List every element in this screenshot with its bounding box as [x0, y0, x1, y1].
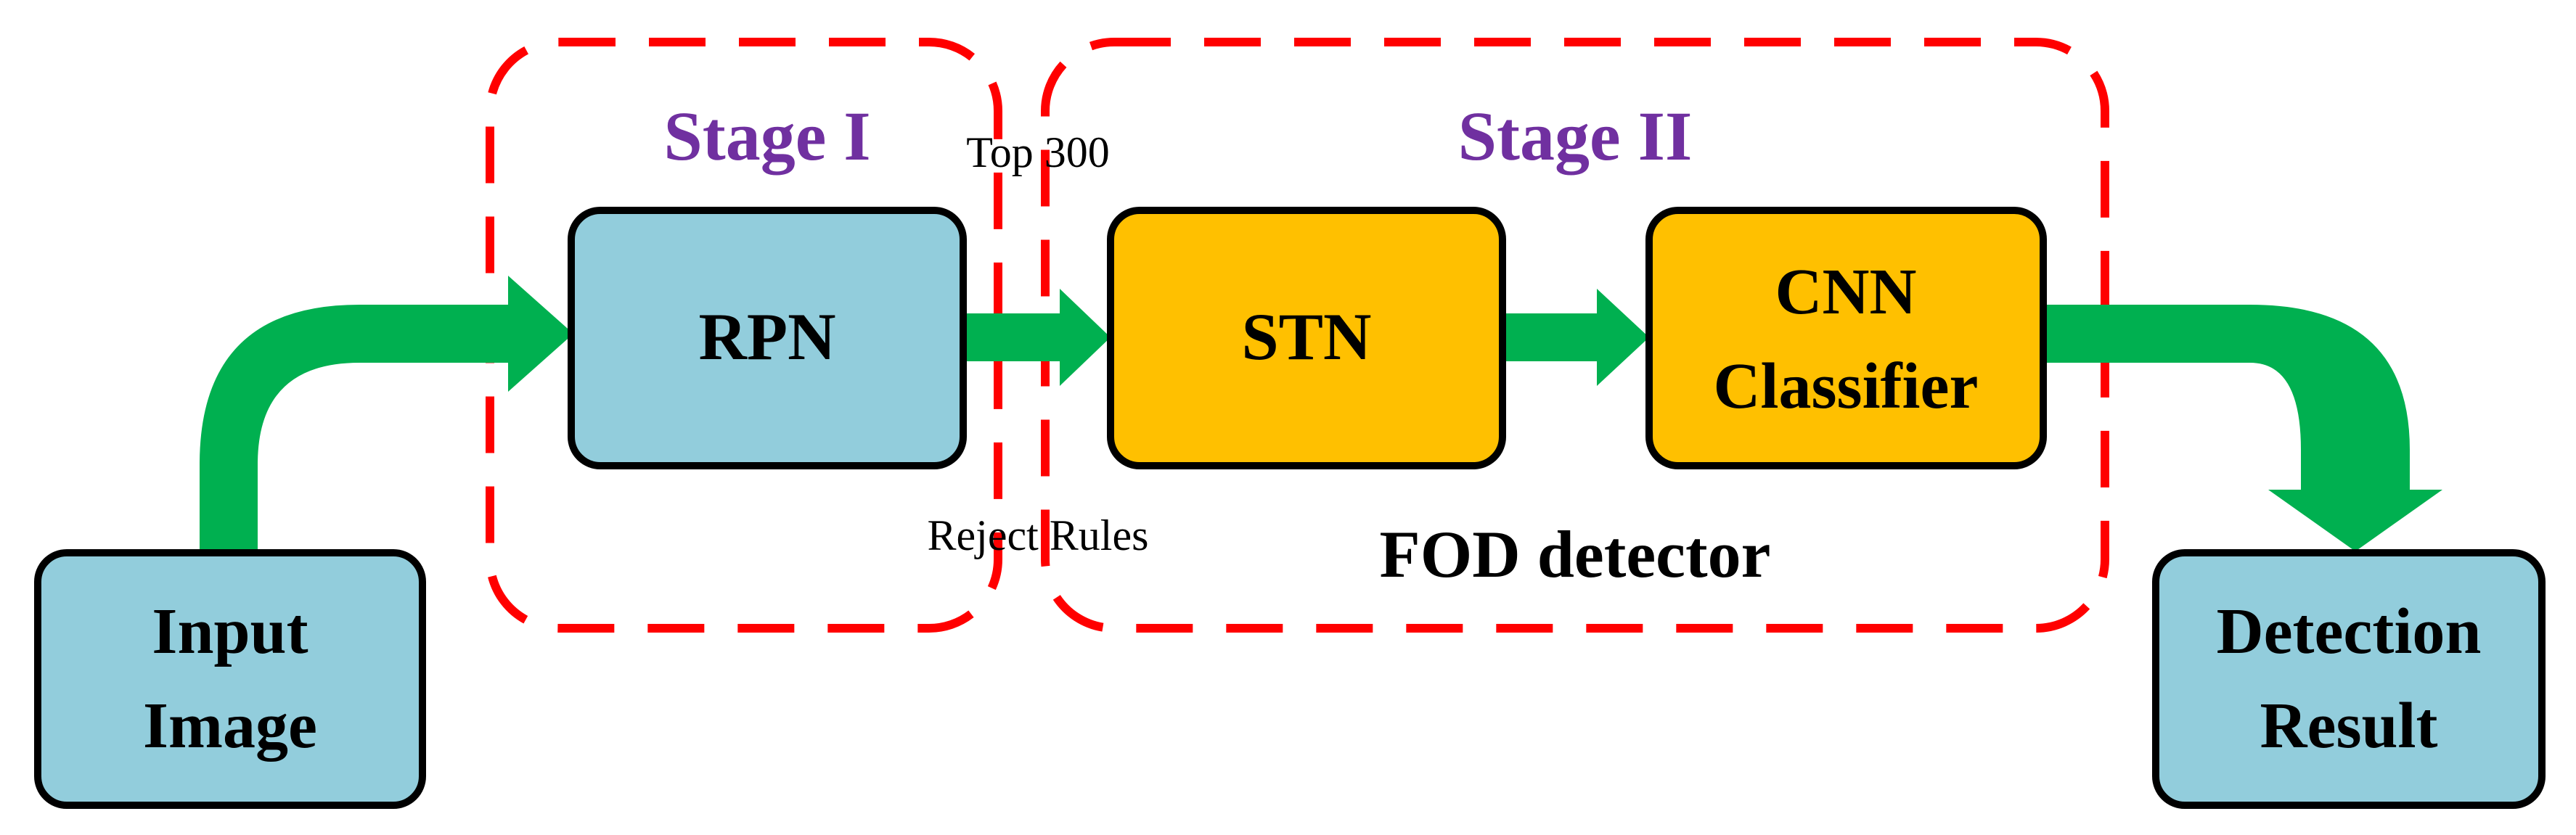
detection-result-line1: Detection — [2217, 596, 2482, 667]
cnn-classifier-line1: CNN — [1775, 256, 1917, 328]
arrow-input-to-rpn-body — [200, 276, 573, 551]
cnn-classifier-box — [1645, 207, 2047, 469]
cnn-classifier-line2: Classifier — [1714, 350, 1979, 422]
fod-detector-caption: FOD detector — [1380, 517, 1771, 591]
arrow-cnn-to-result — [2043, 305, 2442, 551]
stn-box — [1107, 207, 1506, 469]
stn-label: STN — [1242, 300, 1372, 374]
arrow-stn-to-cnn — [1502, 289, 1649, 386]
reject-rules-label: Reject Rules — [928, 511, 1149, 559]
rpn-label: RPN — [698, 300, 835, 374]
rpn-box — [568, 207, 967, 469]
input-image-box — [34, 549, 426, 809]
stage1-label: Stage I — [663, 97, 870, 175]
arrow-rpn-to-stn — [965, 289, 1111, 386]
input-image-line2: Image — [143, 690, 317, 762]
detection-result-box — [2152, 549, 2546, 809]
detection-result-line2: Result — [2260, 690, 2438, 762]
stage2-label: Stage II — [1458, 97, 1693, 175]
input-image-line1: Input — [152, 596, 308, 667]
top-300-label: Top 300 — [966, 128, 1109, 176]
